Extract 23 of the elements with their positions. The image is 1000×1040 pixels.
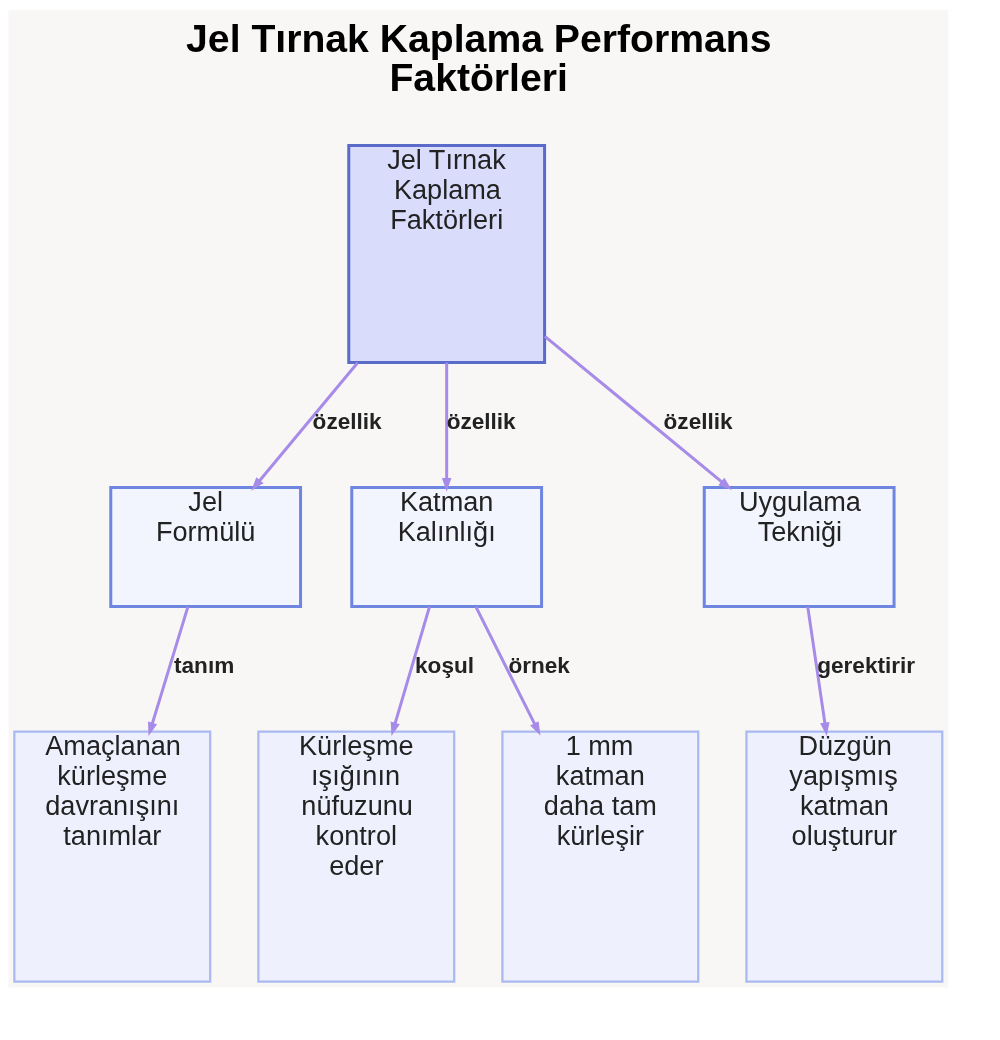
arrow (251, 361, 359, 491)
node-box: Jel Tırnak Kaplama Faktörleri (347, 143, 547, 364)
edge-label: koşul (415, 652, 475, 678)
arrow (543, 334, 732, 490)
edge-label: tanım (174, 652, 235, 678)
diagram-title: Jel Tırnak Kaplama Performans Faktörleri (186, 16, 772, 99)
arrow (390, 605, 431, 736)
edge-label: özellik (446, 408, 516, 434)
edge-label: özellik (663, 408, 733, 434)
node-box: Kürleşme ışığının nüfuzunu kontrol eder (257, 729, 456, 983)
edge-label: gerektirir (817, 652, 916, 678)
arrow (441, 362, 452, 492)
node-box: Katman Kalınlığı (350, 485, 544, 608)
arrow (806, 606, 830, 736)
node-box: Amaçlanan kürleşme davranışını tanımlar (13, 729, 212, 983)
node-box: Jel Formülü (109, 485, 303, 608)
node-box: 1 mm katman daha tam kürleşir (501, 729, 700, 983)
node-box: Düzgün yapışmış katman oluşturur (745, 729, 944, 983)
arrow (474, 605, 541, 736)
node-box: Uygulama Tekniği (702, 485, 896, 608)
edge-label: özellik (312, 408, 382, 434)
arrow (148, 605, 190, 736)
edge-label: örnek (508, 652, 570, 678)
